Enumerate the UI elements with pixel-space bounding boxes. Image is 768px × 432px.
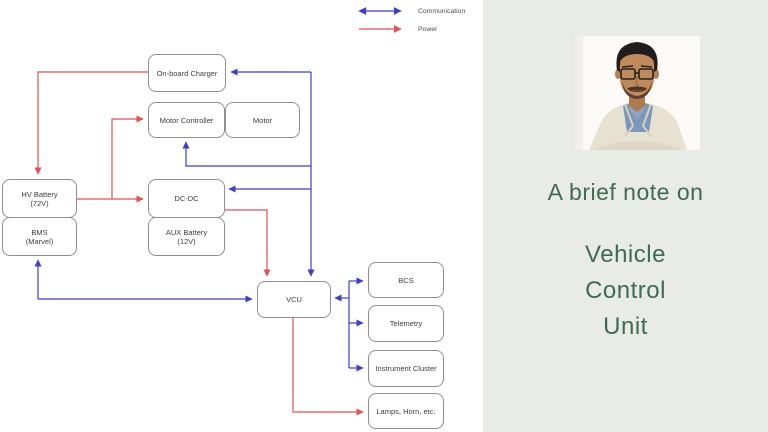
node-vcu: VCU xyxy=(257,281,331,318)
node-label: Lamps, Horn, etc. xyxy=(376,406,436,416)
node-sublabel: (12V) xyxy=(177,236,196,246)
panel-subject-title: Vehicle Control Unit xyxy=(483,237,768,345)
node-motor: Motor xyxy=(225,102,300,138)
node-label: Motor Controller xyxy=(159,115,214,125)
node-bms: BMS (Marvel) xyxy=(2,217,77,256)
edge-charger-to-hvbattery xyxy=(34,71,148,175)
legend-communication-label: Communication xyxy=(418,7,466,15)
node-label: BMS xyxy=(31,227,48,237)
node-telemetry: Telemetry xyxy=(368,305,444,342)
node-bcs: BCS xyxy=(368,262,444,298)
panel-title: A brief note on xyxy=(547,179,704,205)
node-label: Motor xyxy=(252,115,273,125)
node-sublabel: (72V) xyxy=(30,198,49,208)
side-panel: A brief note on Vehicle Control Unit xyxy=(483,0,768,432)
node-label: BCS xyxy=(398,275,414,285)
legend-power-label: Power xyxy=(418,25,438,33)
subject-line-3: Unit xyxy=(603,313,648,340)
node-label: HV Battery xyxy=(21,189,58,199)
presenter-portrait-image xyxy=(575,36,700,150)
node-label: DC-DC xyxy=(174,194,199,203)
subject-line-1: Vehicle xyxy=(585,241,666,268)
power-arrow-icon xyxy=(359,25,402,33)
legend-communication: Communication xyxy=(352,2,482,20)
node-label: Telemetry xyxy=(389,319,423,328)
node-on-board-charger: On-board Charger xyxy=(148,54,226,92)
node-label: On-board Charger xyxy=(156,68,218,78)
edge-dcdc-to-vcu xyxy=(225,209,271,277)
power-connections xyxy=(34,71,364,416)
subject-line-2: Control xyxy=(585,277,666,304)
node-aux-battery: AUX Battery (12V) xyxy=(148,217,225,256)
presenter-photo xyxy=(575,36,700,150)
node-lamps-horn: Lamps, Horn, etc. xyxy=(368,393,444,429)
node-label: VCU xyxy=(286,295,302,304)
node-instrument-cluster: Instrument Cluster xyxy=(368,350,444,387)
node-dc-dc: DC-DC xyxy=(148,179,225,218)
edge-hvbattery-to-motorcontroller xyxy=(111,115,144,199)
edge-bus-to-motorcontroller xyxy=(182,141,311,167)
legend-power: Power xyxy=(352,20,482,38)
edge-vcu-to-lamps xyxy=(292,318,364,416)
node-hv-battery: HV Battery (72V) xyxy=(2,179,77,218)
node-motor-controller: Motor Controller xyxy=(148,102,225,138)
node-label: AUX Battery xyxy=(165,227,208,237)
diagram-connections xyxy=(34,68,364,416)
node-sublabel: (Marvel) xyxy=(25,236,54,246)
legend: Communication Power xyxy=(352,2,482,38)
node-label: Instrument Cluster xyxy=(375,364,437,373)
vcu-block-diagram: On-board Charger Motor Controller Motor … xyxy=(2,2,482,429)
communication-connections xyxy=(34,68,364,372)
communication-arrow-icon xyxy=(358,7,402,15)
